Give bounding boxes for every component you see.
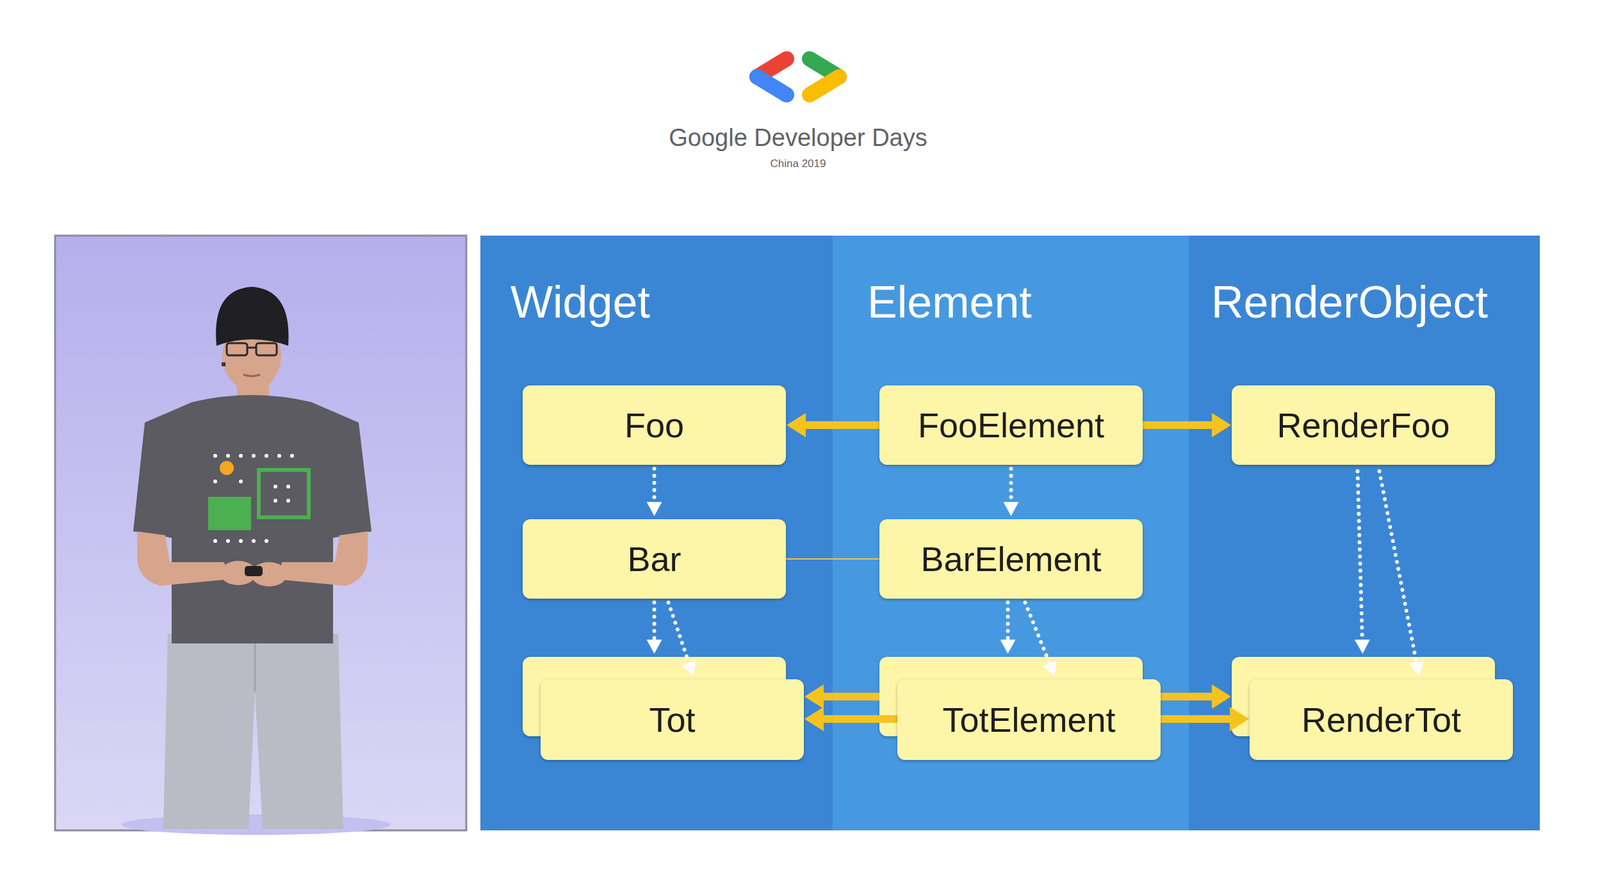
box-label: TotElement [942,699,1116,741]
box-label: FooElement [917,404,1105,446]
right-arm [277,531,368,587]
connector [1160,715,1230,724]
jeans [163,634,344,830]
shirt-dots [213,454,294,544]
logo-stroke [757,76,787,95]
box-label: Foo [624,404,685,446]
shirt-print [208,497,252,531]
clicker [244,566,263,577]
box-label: RenderFoo [1276,404,1450,446]
column-band: ElementFooElementBarElementTotElement [832,235,1189,831]
logo-text: Google Developer Days [668,122,927,153]
connector [1357,471,1363,640]
column-heading: Element [867,276,1032,328]
connector [805,421,880,430]
process-box: RenderTot [1249,679,1513,761]
connector [652,468,657,503]
connector [652,602,657,640]
connector [1160,693,1212,701]
floor-shadow [121,814,391,836]
logo-stroke [809,76,840,95]
logo-text: China 2019 [770,157,827,171]
left-arm [137,531,229,587]
process-box: TotElement [897,679,1161,761]
box-label: Tot [648,699,695,741]
box-label: Bar [627,538,681,580]
connector [785,558,880,560]
connector [823,715,898,724]
photo-frame [55,235,467,831]
connector [1006,602,1011,640]
stacked-boxes: TotElement [879,657,1161,761]
headset-mic [221,362,226,367]
box-label: BarElement [920,538,1102,580]
column-heading: RenderObject [1211,276,1488,328]
connector [823,693,880,701]
column-heading: Widget [510,276,651,328]
logo-text-slot: Google Developer Days [413,122,1183,153]
speaker-photo [55,235,467,836]
connector [668,602,690,663]
process-box: Tot [540,679,804,761]
process-box: Bar [522,519,786,599]
jeans-seam [254,640,257,692]
box-label: RenderTot [1301,699,1462,741]
connector [1009,468,1014,503]
process-box: FooElement [879,385,1143,466]
connector [1379,471,1417,663]
glasses [226,343,277,356]
stacked-boxes: RenderTot [1231,657,1513,761]
column-band: WidgetFooBarTot [480,235,833,831]
shirt-print [258,470,309,518]
process-box: Foo [522,385,786,466]
shirt-print [219,461,234,476]
event-logo [757,58,840,95]
connector [1142,421,1212,430]
connector [1025,602,1050,664]
stacked-boxes: Tot [522,657,804,761]
t-shirt [133,395,372,644]
mouth [243,374,261,377]
logo-text-slot: China 2019 [413,157,1183,171]
column-band: RenderObjectRenderFooRenderTot [1188,235,1540,831]
process-box: BarElement [879,519,1143,599]
beanie [215,286,289,346]
process-box: RenderFoo [1231,385,1495,466]
